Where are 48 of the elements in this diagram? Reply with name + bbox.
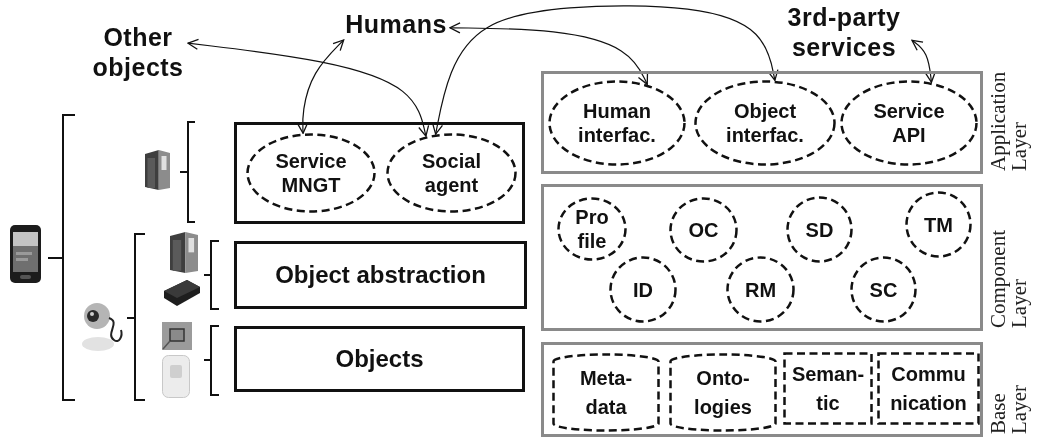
actor-label: Humans (342, 8, 450, 40)
module-box (783, 352, 873, 425)
arrow (187, 38, 430, 137)
layer-box (234, 241, 527, 309)
arrow (449, 22, 649, 85)
module-ellipse (694, 80, 836, 166)
module-label: Social agent (422, 149, 481, 197)
module-label: Object interfac. (726, 99, 804, 147)
module-ellipse (840, 80, 978, 166)
database-cylinder (552, 353, 660, 432)
database-label: Meta- data (579, 365, 633, 420)
layer-label: Base Layer (988, 385, 1030, 434)
component-circle (557, 197, 627, 261)
component-circle (850, 256, 917, 323)
component-circle (669, 197, 738, 263)
box-label: Object abstraction (275, 260, 486, 290)
component-label: Pro file (575, 205, 609, 253)
component-circle (726, 256, 795, 323)
layer-label: Component Layer (988, 230, 1030, 328)
module-ellipse (548, 80, 686, 166)
box-label: Objects (335, 344, 424, 374)
module-label: Commu nication (890, 361, 967, 416)
component-circle (905, 191, 972, 258)
layer-box (234, 122, 525, 224)
actor-label: 3rd-party services (776, 0, 912, 64)
arrow (911, 39, 936, 83)
arrow (296, 39, 345, 134)
module-label: Service MNGT (275, 149, 347, 197)
component-circle (786, 196, 853, 263)
component-circle (609, 256, 677, 323)
layer-label: Application Layer (988, 71, 1030, 171)
module-label: Seman- tic (791, 361, 865, 416)
component-label: RM (744, 277, 777, 302)
database-cylinder (669, 353, 777, 432)
component-label: SD (805, 217, 834, 242)
component-label: TM (924, 212, 953, 237)
component-label: SC (869, 277, 898, 302)
module-ellipse (246, 133, 376, 213)
module-box (877, 352, 980, 425)
module-label: Human interfac. (578, 99, 656, 147)
component-label: ID (633, 277, 653, 302)
layer-box (234, 326, 525, 392)
module-ellipse (386, 133, 517, 213)
database-label: Onto- logies (694, 365, 752, 420)
actor-label: Other objects (88, 21, 188, 83)
arrow (432, 5, 779, 135)
module-label: Service API (873, 99, 945, 147)
component-label: OC (688, 218, 719, 242)
